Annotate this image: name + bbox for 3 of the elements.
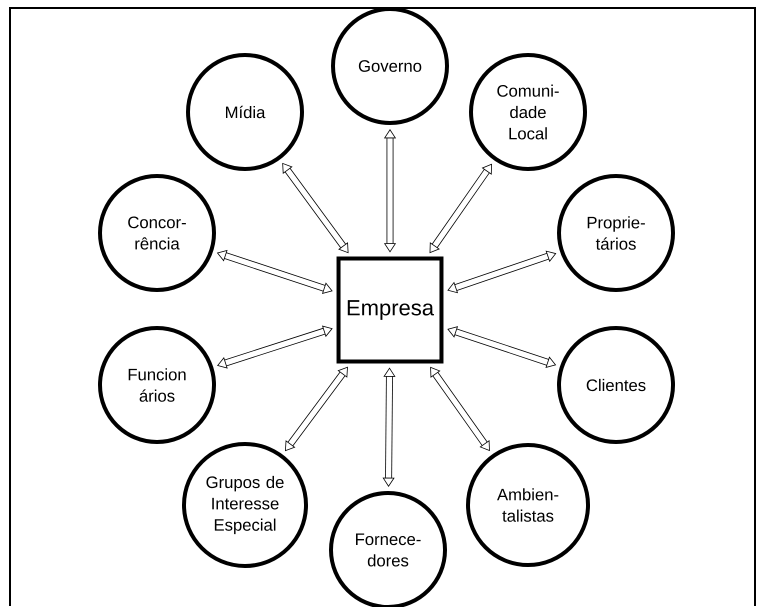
company-box: Empresa xyxy=(336,256,444,364)
double-arrow xyxy=(285,366,348,452)
double-arrow xyxy=(430,164,492,254)
